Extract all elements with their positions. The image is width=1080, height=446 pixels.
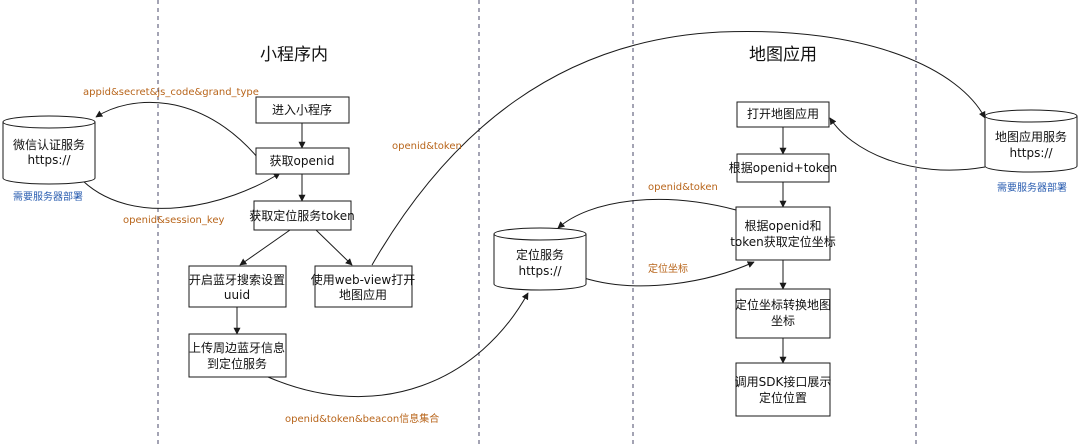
svg-text:打开地图应用: 打开地图应用 bbox=[747, 106, 819, 121]
edge-coords-to-location-service bbox=[557, 199, 737, 229]
edges bbox=[77, 30, 986, 398]
edge-wechat-auth-to-openid bbox=[77, 172, 281, 209]
svg-text:https://: https:// bbox=[518, 264, 562, 278]
edge-upload-to-location-service bbox=[267, 292, 529, 398]
node-convert-coords: 定位坐标转换地图 坐标 bbox=[735, 288, 831, 339]
svg-text:获取定位服务token: 获取定位服务token bbox=[249, 208, 355, 223]
svg-text:地图应用: 地图应用 bbox=[339, 287, 387, 302]
node-get-location-token: 获取定位服务token bbox=[249, 200, 355, 231]
section-dividers bbox=[157, 0, 917, 446]
edge-labels: appid&secret&js_code&grand_type openid&s… bbox=[83, 87, 718, 425]
node-enter-mini-program: 进入小程序 bbox=[255, 96, 350, 124]
edge-label-appid-secret: appid&secret&js_code&grand_type bbox=[83, 87, 259, 98]
svg-text:微信认证服务: 微信认证服务 bbox=[13, 137, 85, 152]
node-upload-bluetooth: 上传周边蓝牙信息 到定位服务 bbox=[188, 333, 287, 378]
edge-token-to-bluetooth bbox=[239, 229, 291, 266]
edge-location-service-to-coords bbox=[583, 261, 755, 287]
svg-text:根据openid和: 根据openid和 bbox=[745, 219, 822, 233]
svg-text:根据openid+token: 根据openid+token bbox=[729, 161, 838, 175]
section-title-mini-program: 小程序内 bbox=[260, 45, 328, 65]
svg-text:调用SDK接口展示: 调用SDK接口展示 bbox=[735, 374, 832, 389]
svg-text:进入小程序: 进入小程序 bbox=[272, 102, 332, 117]
svg-text:上传周边蓝牙信息: 上传周边蓝牙信息 bbox=[189, 340, 285, 355]
svg-text:坐标: 坐标 bbox=[771, 314, 795, 328]
node-get-openid: 获取openid bbox=[255, 147, 350, 175]
edge-label-beacon: openid&token&beacon信息集合 bbox=[285, 412, 439, 425]
node-webview-open-map: 使用web-view打开 地图应用 bbox=[311, 265, 415, 308]
edge-webview-to-map-service bbox=[371, 30, 986, 266]
svg-text:token获取定位坐标: token获取定位坐标 bbox=[730, 234, 836, 249]
edge-label-openid-token-webview: openid&token bbox=[392, 141, 462, 152]
svg-text:使用web-view打开: 使用web-view打开 bbox=[311, 272, 415, 287]
node-get-coords: 根据openid和 token获取定位坐标 bbox=[730, 206, 836, 261]
node-open-map-app: 打开地图应用 bbox=[736, 101, 830, 128]
svg-text:开启蓝牙搜索设置: 开启蓝牙搜索设置 bbox=[189, 272, 285, 287]
database-location-service: 定位服务 https:// bbox=[493, 227, 587, 291]
edge-label-openid-token-location: openid&token bbox=[648, 182, 718, 193]
node-bluetooth-setup: 开启蓝牙搜索设置 uuid bbox=[188, 265, 287, 308]
svg-text:https://: https:// bbox=[1009, 146, 1053, 160]
section-title-map-app: 地图应用 bbox=[749, 45, 817, 65]
note-wechat-server: 需要服务器部署 bbox=[13, 190, 83, 203]
svg-text:定位服务: 定位服务 bbox=[516, 247, 564, 262]
edge-label-coords: 定位坐标 bbox=[648, 262, 688, 275]
svg-text:获取openid: 获取openid bbox=[270, 154, 335, 168]
svg-text:定位坐标转换地图: 定位坐标转换地图 bbox=[735, 297, 831, 312]
edge-openid-to-wechat-auth bbox=[95, 101, 259, 159]
svg-text:https://: https:// bbox=[27, 153, 71, 167]
note-map-server: 需要服务器部署 bbox=[997, 181, 1067, 194]
database-wechat-auth: 微信认证服务 https:// bbox=[2, 115, 96, 185]
database-map-service: 地图应用服务 https:// bbox=[984, 109, 1078, 173]
node-by-openid-token: 根据openid+token bbox=[729, 153, 838, 183]
edge-token-to-webview bbox=[315, 229, 353, 266]
edge-label-openid-session: openid&session_key bbox=[123, 215, 224, 226]
svg-text:uuid: uuid bbox=[224, 288, 250, 302]
svg-text:地图应用服务: 地图应用服务 bbox=[995, 129, 1067, 144]
edge-map-service-to-open-map bbox=[829, 117, 986, 171]
svg-text:定位位置: 定位位置 bbox=[759, 390, 807, 405]
node-show-location: 调用SDK接口展示 定位位置 bbox=[735, 362, 832, 417]
svg-text:到定位服务: 到定位服务 bbox=[207, 356, 267, 371]
